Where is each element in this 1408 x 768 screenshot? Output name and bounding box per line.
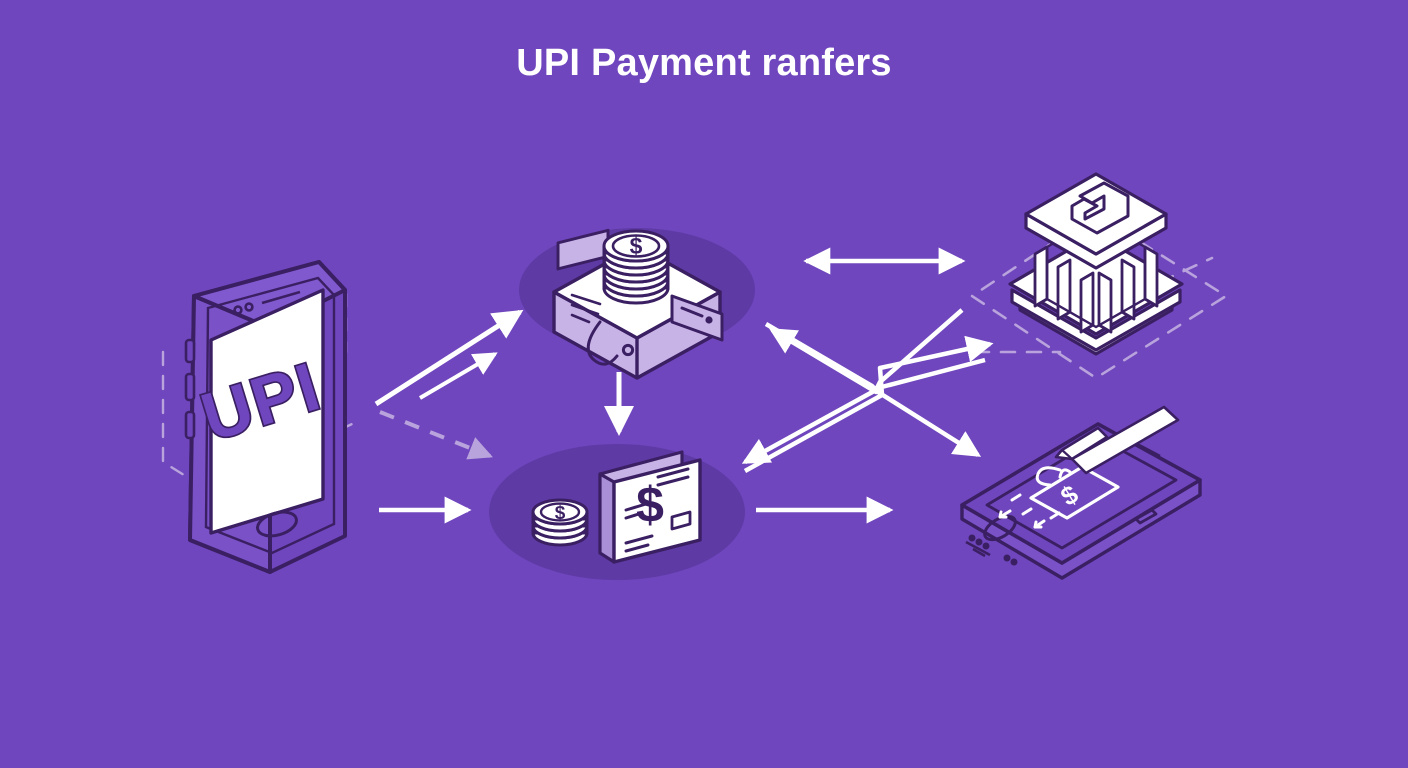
phone-side-buttons: [184, 338, 196, 440]
cheque-ruled-lines: [624, 467, 690, 553]
connector-phone-to-pos-short: [418, 352, 498, 400]
smartphone-upright-icon: UPI: [184, 260, 347, 574]
terminal-button: [621, 343, 635, 357]
connector-cross-down-left: [741, 308, 964, 464]
node-upi-phone[interactable]: UPI: [161, 260, 354, 574]
cheque-coins-icon: $ $: [531, 450, 702, 564]
node-cheque-wallet[interactable]: $ $: [531, 450, 702, 564]
flat-phone-port: [965, 534, 1018, 566]
phone-speaker-icon: [233, 290, 301, 315]
connectors: [374, 247, 994, 524]
connector-phone-dashed-down: [379, 410, 493, 460]
bank-building-icon: [1008, 172, 1184, 356]
flat-phone-home-button: [983, 514, 1017, 542]
cheque-coin-symbol: $: [555, 503, 566, 524]
smartphone-flat-icon: $: [960, 405, 1202, 580]
connector-cross-up-right: [743, 335, 994, 473]
node-recipient-phone[interactable]: $: [960, 405, 1202, 580]
connector-phone-to-pos-solid: [374, 309, 524, 407]
bank-columns: [1033, 245, 1159, 334]
phone-home-button: [256, 510, 298, 538]
coin-dollar-symbol: $: [630, 233, 643, 259]
bank-u-logo-icon: [1070, 181, 1130, 235]
node-pos-terminal[interactable]: $: [552, 228, 724, 380]
coin-stack-icon: $: [602, 229, 670, 305]
connector-cross-down-right: [764, 322, 982, 457]
payment-terminal-icon: [552, 228, 724, 380]
receipt-lines: [570, 293, 602, 324]
screen-motion-arrows: [998, 493, 1061, 529]
page-title: UPI Payment ranfers: [516, 42, 892, 84]
node-bank[interactable]: [969, 172, 1229, 380]
price-tag-dollar-icon: $: [1029, 465, 1120, 520]
